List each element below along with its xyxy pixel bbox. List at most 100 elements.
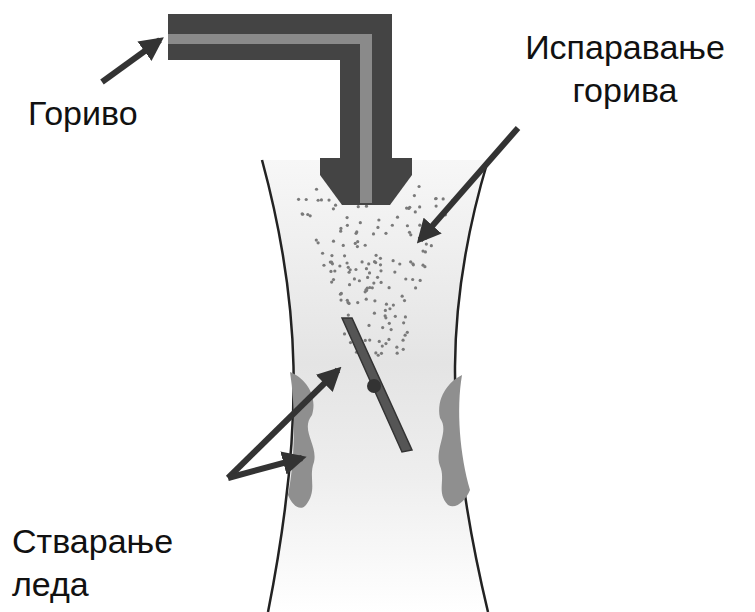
mist-dot (346, 299, 349, 302)
mist-dot (391, 224, 394, 227)
mist-dot (364, 339, 367, 342)
mist-dot (384, 342, 387, 345)
leader-arrow (228, 458, 302, 478)
mist-dot (430, 244, 433, 247)
mist-dot (380, 352, 383, 355)
mist-dot (349, 341, 352, 344)
mist-dot (301, 212, 304, 215)
mist-dot (406, 331, 409, 334)
mist-dot (425, 243, 428, 246)
mist-dot (371, 286, 374, 289)
mist-dot (356, 245, 359, 248)
mist-dot (315, 239, 318, 242)
mist-dot (402, 321, 405, 324)
mist-dot (442, 197, 445, 200)
mist-dot (301, 213, 304, 216)
mist-dot (373, 260, 376, 263)
mist-dot (417, 185, 420, 188)
mist-dot (385, 303, 388, 306)
throttle-pivot (367, 379, 381, 393)
mist-dot (345, 261, 348, 264)
mist-dot (334, 204, 337, 207)
fuel-mist (297, 183, 454, 356)
fuel-nozzle-bore (360, 158, 372, 203)
mist-dot (401, 295, 404, 298)
mist-dot (390, 328, 393, 331)
mist-dot (317, 199, 320, 202)
mist-dot (321, 252, 324, 255)
mist-dot (340, 292, 343, 295)
mist-dot (381, 326, 384, 329)
mist-dot (339, 230, 342, 233)
mist-dot (338, 264, 341, 267)
venturi-wall (262, 160, 294, 612)
mist-dot (339, 227, 342, 230)
mist-dot (395, 346, 398, 349)
mist-dot (367, 262, 370, 265)
leader-arrow (420, 128, 518, 240)
mist-dot (332, 207, 335, 210)
mist-dot (374, 254, 377, 257)
mist-dot (388, 322, 391, 325)
mist-dot (379, 269, 382, 272)
mist-dot (329, 270, 332, 273)
mist-dot (380, 281, 383, 284)
fuel-pipe-bore (168, 34, 372, 160)
mist-dot (406, 224, 409, 227)
fuel-nozzle (320, 158, 412, 205)
mist-dot (345, 216, 348, 219)
mist-dot (322, 264, 325, 267)
mist-dot (343, 254, 346, 257)
mist-dot (305, 198, 308, 201)
fuel-label: Гориво (28, 92, 188, 135)
mist-dot (405, 206, 408, 209)
mist-dot (396, 216, 399, 219)
mist-dot (401, 339, 404, 342)
mist-dot (388, 307, 391, 310)
mist-dot (379, 263, 382, 266)
mist-dot (418, 205, 421, 208)
mist-dot (327, 198, 330, 201)
mist-dot (433, 230, 436, 233)
venturi-body (262, 160, 488, 612)
mist-dot (306, 213, 309, 216)
throttle-plate (342, 318, 412, 452)
mist-dot (343, 332, 346, 335)
mist-dot (423, 265, 426, 268)
mist-dot (411, 262, 414, 265)
mist-dot (365, 298, 368, 301)
mist-dot (359, 221, 362, 224)
mist-dot (378, 340, 381, 343)
mist-dot (387, 338, 390, 341)
mist-dot (365, 267, 368, 270)
mist-dot (354, 268, 357, 271)
mist-dot (408, 231, 411, 234)
mist-dot (315, 188, 318, 191)
mist-dot (384, 309, 387, 312)
mist-dot (411, 278, 414, 281)
mist-dot (353, 277, 356, 280)
mist-dot (347, 313, 350, 316)
leader-arrow (228, 370, 338, 478)
mist-dot (297, 198, 300, 201)
mist-dot (347, 302, 350, 305)
mist-dot (387, 286, 390, 289)
mist-dot (374, 351, 377, 354)
mist-dot (368, 271, 371, 274)
mist-dot (381, 344, 384, 347)
mist-dot (330, 254, 333, 257)
mist-dot (354, 232, 357, 235)
mist-dot (348, 283, 351, 286)
ice-deposit (439, 375, 470, 506)
mist-dot (364, 244, 367, 247)
mist-dot (392, 259, 395, 262)
mist-dot (317, 241, 320, 244)
mist-dot (384, 232, 387, 235)
mist-dot (421, 250, 424, 253)
mist-dot (339, 298, 342, 301)
mist-dot (354, 242, 357, 245)
mist-dot (368, 338, 371, 341)
mist-dot (342, 244, 345, 247)
mist-dot (373, 299, 376, 302)
mist-dot (384, 314, 387, 317)
